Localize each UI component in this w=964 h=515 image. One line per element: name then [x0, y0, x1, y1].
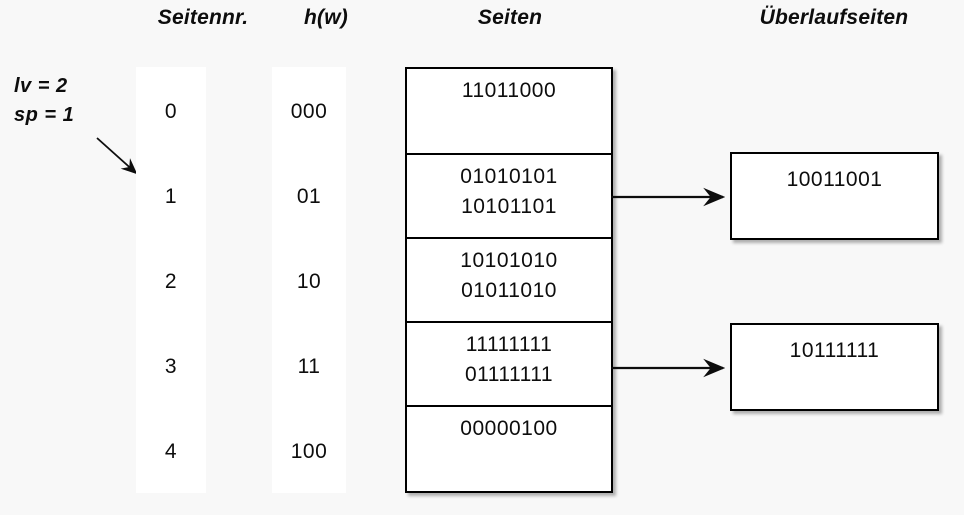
seitennr-cell: 3 — [164, 355, 178, 378]
column-header-seiten: Seiten — [477, 6, 543, 29]
hw-cell: 11 — [297, 355, 321, 378]
hash-parameters: lv = 2 sp = 1 — [14, 72, 74, 130]
seitennr-cell: 1 — [164, 185, 178, 208]
level-label: lv = 2 — [14, 75, 68, 97]
page-entry: 11011000 — [461, 79, 557, 102]
seitennr-cell: 0 — [164, 100, 178, 123]
hw-cell: 10 — [296, 270, 322, 293]
column-seitennr: 0 1 2 3 4 — [136, 67, 206, 493]
page-bucket-row: 11011000 — [407, 69, 611, 155]
hw-cell: 000 — [290, 100, 328, 123]
hw-cell: 01 — [296, 185, 322, 208]
page-bucket-row: 11111111 01111111 — [407, 323, 611, 407]
page-bucket-row: 01010101 10101101 — [407, 155, 611, 239]
page-entry: 10101010 — [460, 249, 558, 272]
column-header-hw: h(w) — [304, 6, 348, 29]
overflow-page-entry: 10111111 — [789, 339, 880, 362]
column-header-ueberlaufseiten: Überlaufseiten — [759, 6, 909, 29]
page-entry: 01111111 — [464, 363, 554, 386]
seitennr-cell: 4 — [164, 440, 178, 463]
overflow-connector-arrow-icon — [611, 187, 726, 207]
column-header-seitennr: Seitennr. — [157, 6, 249, 29]
page-entry: 01011010 — [461, 279, 557, 302]
hw-cell: 100 — [290, 440, 328, 463]
overflow-page-box: 10011001 — [730, 152, 939, 240]
page-bucket-row: 00000100 — [407, 407, 611, 491]
column-hw: 000 01 10 11 100 — [272, 67, 346, 493]
page-bucket-row: 10101010 01011010 — [407, 239, 611, 323]
split-pointer-label: sp = 1 — [14, 104, 75, 126]
page-entry: 01010101 — [460, 165, 558, 188]
overflow-page-box: 10111111 — [730, 323, 939, 411]
page-entry: 11111111 — [465, 333, 553, 356]
page-entry: 10101101 — [461, 195, 557, 218]
page-entry: 00000100 — [460, 417, 558, 440]
pages-table: 11011000 01010101 10101101 10101010 0101… — [405, 67, 613, 493]
overflow-connector-arrow-icon — [611, 358, 726, 378]
seitennr-cell: 2 — [164, 270, 178, 293]
overflow-page-entry: 10011001 — [786, 168, 883, 191]
